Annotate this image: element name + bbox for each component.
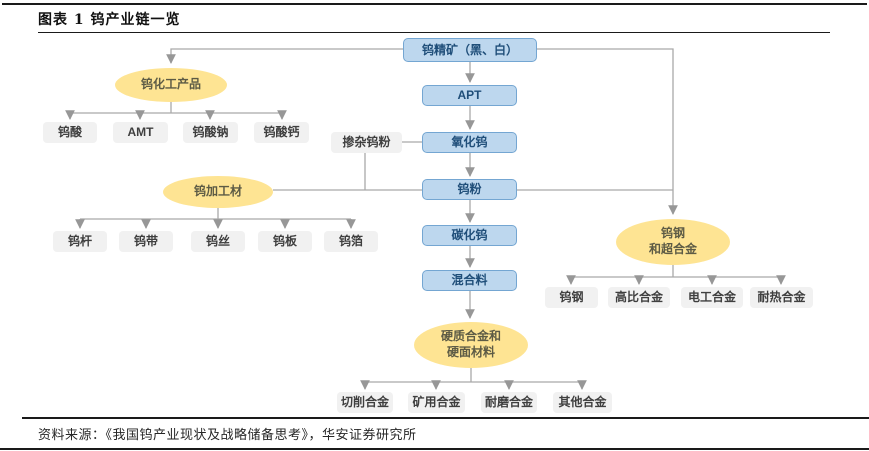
leaf-sodium-tungstate: 钨酸钠 bbox=[183, 122, 238, 143]
node-tungsten-carbide: 碳化钨 bbox=[422, 225, 517, 246]
source-note: 资料来源：《我国钨产业现状及战略储备思考》，华安证券研究所 bbox=[38, 428, 417, 443]
leaf-tungsten-steel: 钨钢 bbox=[545, 287, 598, 308]
leaf-tungsten-foil: 钨箔 bbox=[324, 231, 378, 252]
group-hard-alloy: 硬质合金和 硬面材料 bbox=[414, 322, 528, 368]
leaf-other-alloy: 其他合金 bbox=[553, 392, 612, 413]
processed-group-tree bbox=[75, 208, 356, 229]
leaf-tungsten-plate: 钨板 bbox=[258, 231, 312, 252]
leaf-mining-alloy: 矿用合金 bbox=[408, 392, 465, 413]
leaf-wear-resistant-alloy: 耐磨合金 bbox=[481, 392, 537, 413]
leaf-high-density-alloy: 高比合金 bbox=[608, 287, 670, 308]
title-underline-rule bbox=[38, 32, 830, 33]
leaf-electrical-alloy: 电工合金 bbox=[681, 287, 743, 308]
leaf-heat-resistant-alloy: 耐热合金 bbox=[750, 287, 813, 308]
leaf-tungstic-acid: 钨酸 bbox=[43, 122, 97, 143]
node-tungsten-oxide: 氧化钨 bbox=[422, 132, 517, 153]
node-apt: APT bbox=[422, 85, 517, 106]
leaf-tungsten-wire: 钨丝 bbox=[191, 231, 245, 252]
group-tungsten-steel-superalloy: 钨钢 和超合金 bbox=[616, 219, 730, 265]
leaf-amt: AMT bbox=[113, 122, 168, 143]
leaf-tungsten-strip: 钨带 bbox=[119, 231, 173, 252]
source-top-rule bbox=[22, 417, 869, 419]
leaf-cutting-alloy: 切削合金 bbox=[337, 392, 393, 413]
steel-group-tree bbox=[566, 265, 786, 285]
hard-alloy-group-tree bbox=[360, 368, 587, 390]
node-tungsten-concentrate: 钨精矿（黑、白） bbox=[403, 38, 537, 62]
leaf-calcium-tungstate: 钨酸钙 bbox=[254, 122, 309, 143]
chemical-group-tree bbox=[65, 102, 287, 120]
figure-title: 图表 1 钨产业链一览 bbox=[38, 12, 181, 28]
group-tungsten-chemicals: 钨化工产品 bbox=[115, 68, 227, 102]
node-doped-tungsten-powder: 掺杂钨粉 bbox=[331, 132, 402, 153]
leaf-tungsten-rod: 钨杆 bbox=[53, 231, 107, 252]
node-tungsten-powder: 钨粉 bbox=[422, 179, 517, 200]
node-mixture: 混合料 bbox=[422, 270, 517, 291]
group-tungsten-processed-materials: 钨加工材 bbox=[163, 176, 273, 208]
top-rule bbox=[2, 3, 867, 5]
bottom-rule bbox=[0, 448, 869, 450]
